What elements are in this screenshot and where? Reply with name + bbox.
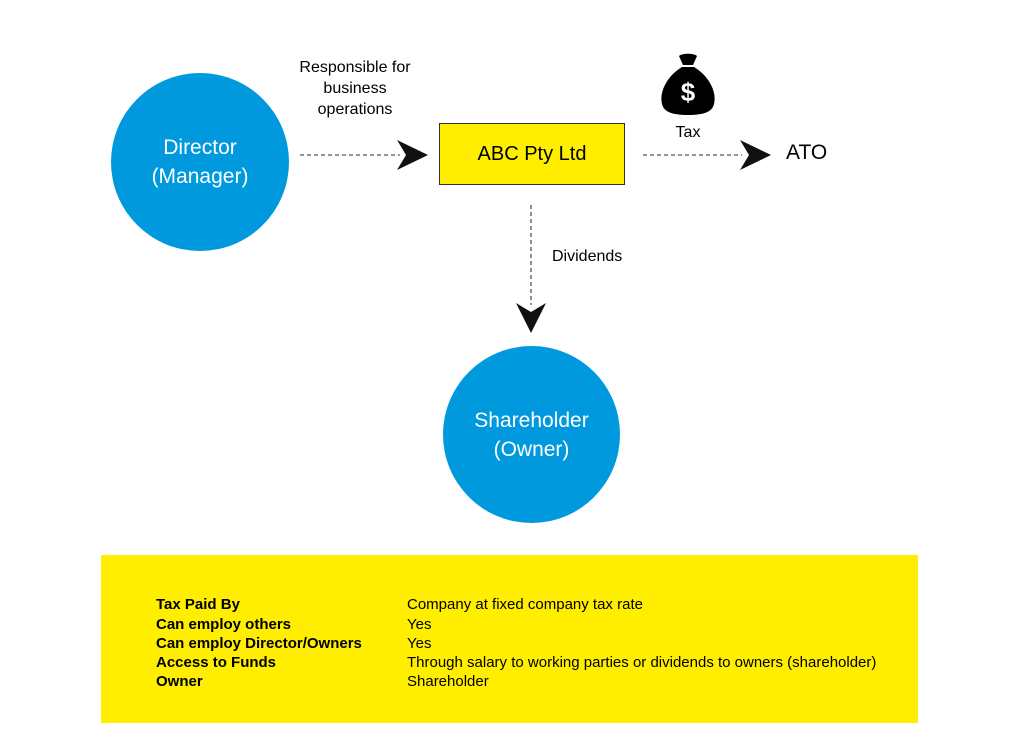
summary-key: Tax Paid By [156,596,240,613]
shareholder-title: Shareholder [474,408,589,432]
company-to-shareholder-arrowhead [516,303,546,333]
director-title: Director [163,136,237,159]
shareholder-subtitle: (Owner) [493,437,570,461]
ato-label: ATO [786,141,828,164]
summary-value: Yes [407,616,432,633]
summary-key: Can employ Director/Owners [156,635,362,652]
money-bag-icon: $ [661,53,715,115]
summary-panel: Tax Paid By Company at fixed company tax… [101,555,918,723]
summary-value: Through salary to working parties or div… [407,654,877,671]
director-node: Director (Manager) [111,73,289,251]
responsible-label: Responsible for business operations [285,57,425,120]
company-box: ABC Pty Ltd [439,123,625,185]
responsible-label-line2: business [323,80,387,97]
company-name: ABC Pty Ltd [477,142,587,165]
director-subtitle: (Manager) [151,165,249,188]
responsible-label-line1: Responsible for [299,59,411,76]
summary-value: Company at fixed company tax rate [407,596,643,613]
summary-key: Can employ others [156,616,292,633]
summary-key: Owner [156,673,203,690]
tax-label: Tax [675,124,701,141]
summary-value: Yes [407,635,432,652]
director-to-company-arrowhead [397,140,428,170]
shareholder-node: Shareholder (Owner) [443,346,620,523]
dollar-sign: $ [681,77,696,107]
company-to-ato-arrowhead [740,140,771,170]
responsible-label-line3: operations [317,101,393,118]
summary-key: Access to Funds [156,654,277,671]
summary-value: Shareholder [407,673,489,690]
dividends-label: Dividends [552,248,623,265]
